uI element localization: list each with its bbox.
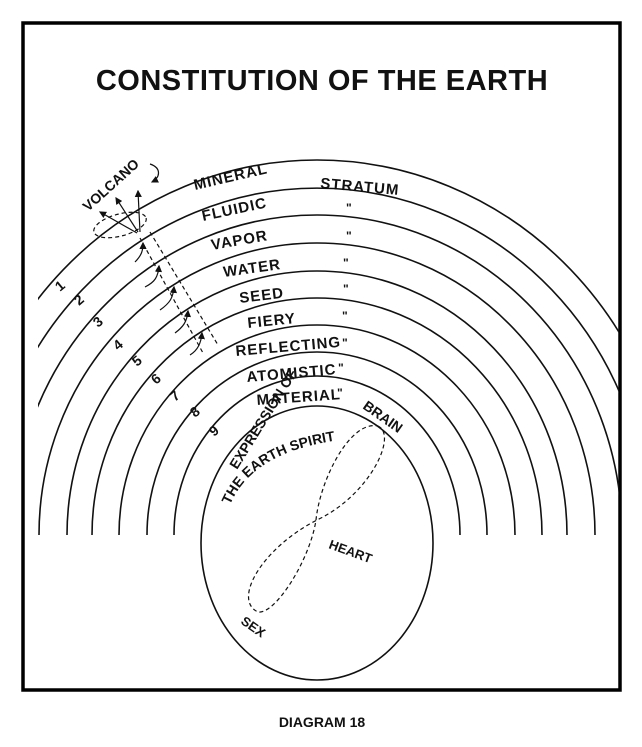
layer-labels: MINERAL1FLUIDIC"2VAPOR"3WATER"4SEED"5FIE… — [52, 160, 352, 439]
layer-name: FIERY — [247, 310, 297, 332]
volcano-vent-ellipse — [93, 211, 147, 239]
diagram-title: CONSTITUTION OF THE EARTH — [96, 65, 548, 97]
layer-number: 4 — [110, 336, 126, 353]
stratum-arc — [66, 270, 568, 536]
layer-name: MINERAL — [192, 160, 269, 194]
diagram-caption: DIAGRAM 18 — [279, 714, 366, 730]
strata-arcs — [38, 159, 619, 536]
volcano-label: VOLCANO — [79, 155, 142, 214]
stratum-arc — [38, 214, 619, 498]
ditto-mark: " — [342, 309, 348, 323]
stratum-arc — [38, 187, 619, 394]
ditto-mark: " — [342, 336, 348, 350]
ditto-mark: " — [346, 229, 352, 243]
ditto-mark: " — [343, 256, 349, 270]
layer-number: 6 — [148, 370, 164, 387]
stratum-arc — [91, 297, 543, 536]
volcano-arrows-icon — [98, 163, 160, 234]
layer-number: 5 — [129, 352, 145, 369]
layer-name: SEED — [238, 285, 285, 307]
ditto-mark: " — [346, 201, 352, 215]
layer-number: 3 — [90, 313, 106, 330]
heart-label: HEART — [327, 537, 374, 566]
stratum-arc — [38, 159, 619, 334]
ditto-mark: " — [338, 361, 344, 375]
sex-label: SEX — [238, 613, 268, 640]
earth-core-circle — [200, 405, 434, 681]
ditto-mark: " — [343, 282, 349, 296]
layer-name: WATER — [222, 256, 282, 281]
stratum-header: STRATUM — [320, 175, 400, 199]
rising-current-lines — [134, 231, 219, 356]
stratum-arc — [173, 375, 461, 536]
stratum-arc — [146, 351, 488, 536]
layer-number: 1 — [52, 277, 68, 294]
stratum-arc — [118, 324, 516, 536]
figure-eight-current — [247, 425, 386, 613]
diagram-frame — [21, 21, 622, 692]
layer-number: 8 — [187, 403, 203, 420]
stratum-arc — [38, 242, 596, 536]
layer-name: MATERIAL — [256, 386, 341, 409]
ditto-mark: " — [337, 386, 343, 400]
